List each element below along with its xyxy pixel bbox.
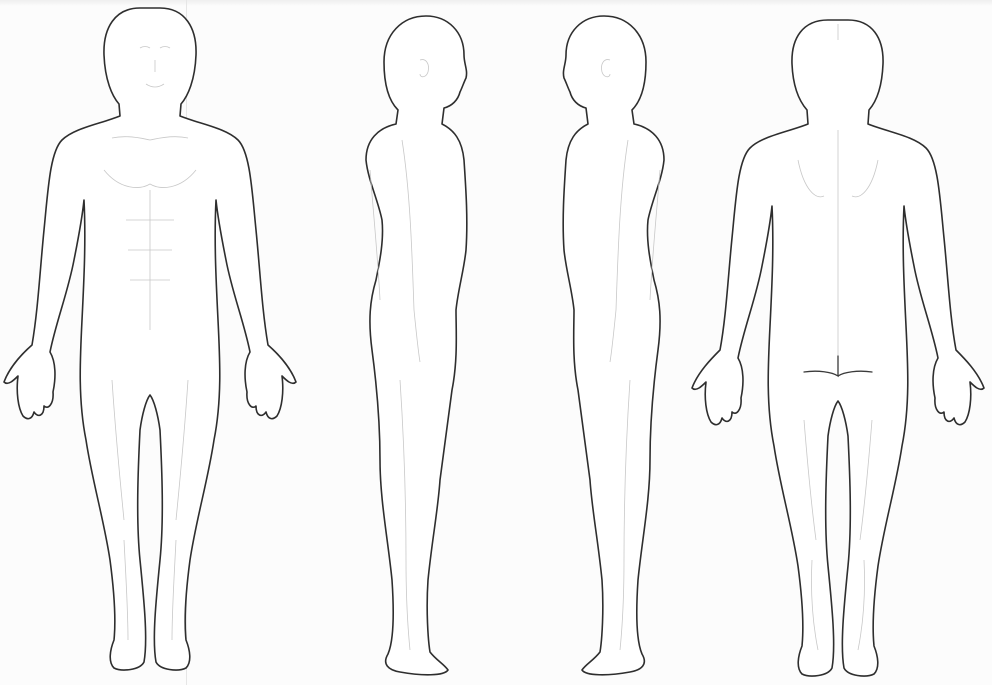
body-front-svg [0, 0, 300, 685]
front-body-outline [4, 8, 296, 670]
right-side-body-outline [366, 16, 467, 675]
body-left-side-svg [540, 0, 690, 685]
body-right-side-svg [340, 0, 490, 685]
body-figure-back [692, 0, 992, 685]
left-side-body-outline [563, 16, 664, 675]
body-back-svg [692, 0, 992, 685]
body-figure-left-side [540, 0, 690, 685]
body-figure-front [0, 0, 300, 685]
body-figure-right-side [340, 0, 490, 685]
